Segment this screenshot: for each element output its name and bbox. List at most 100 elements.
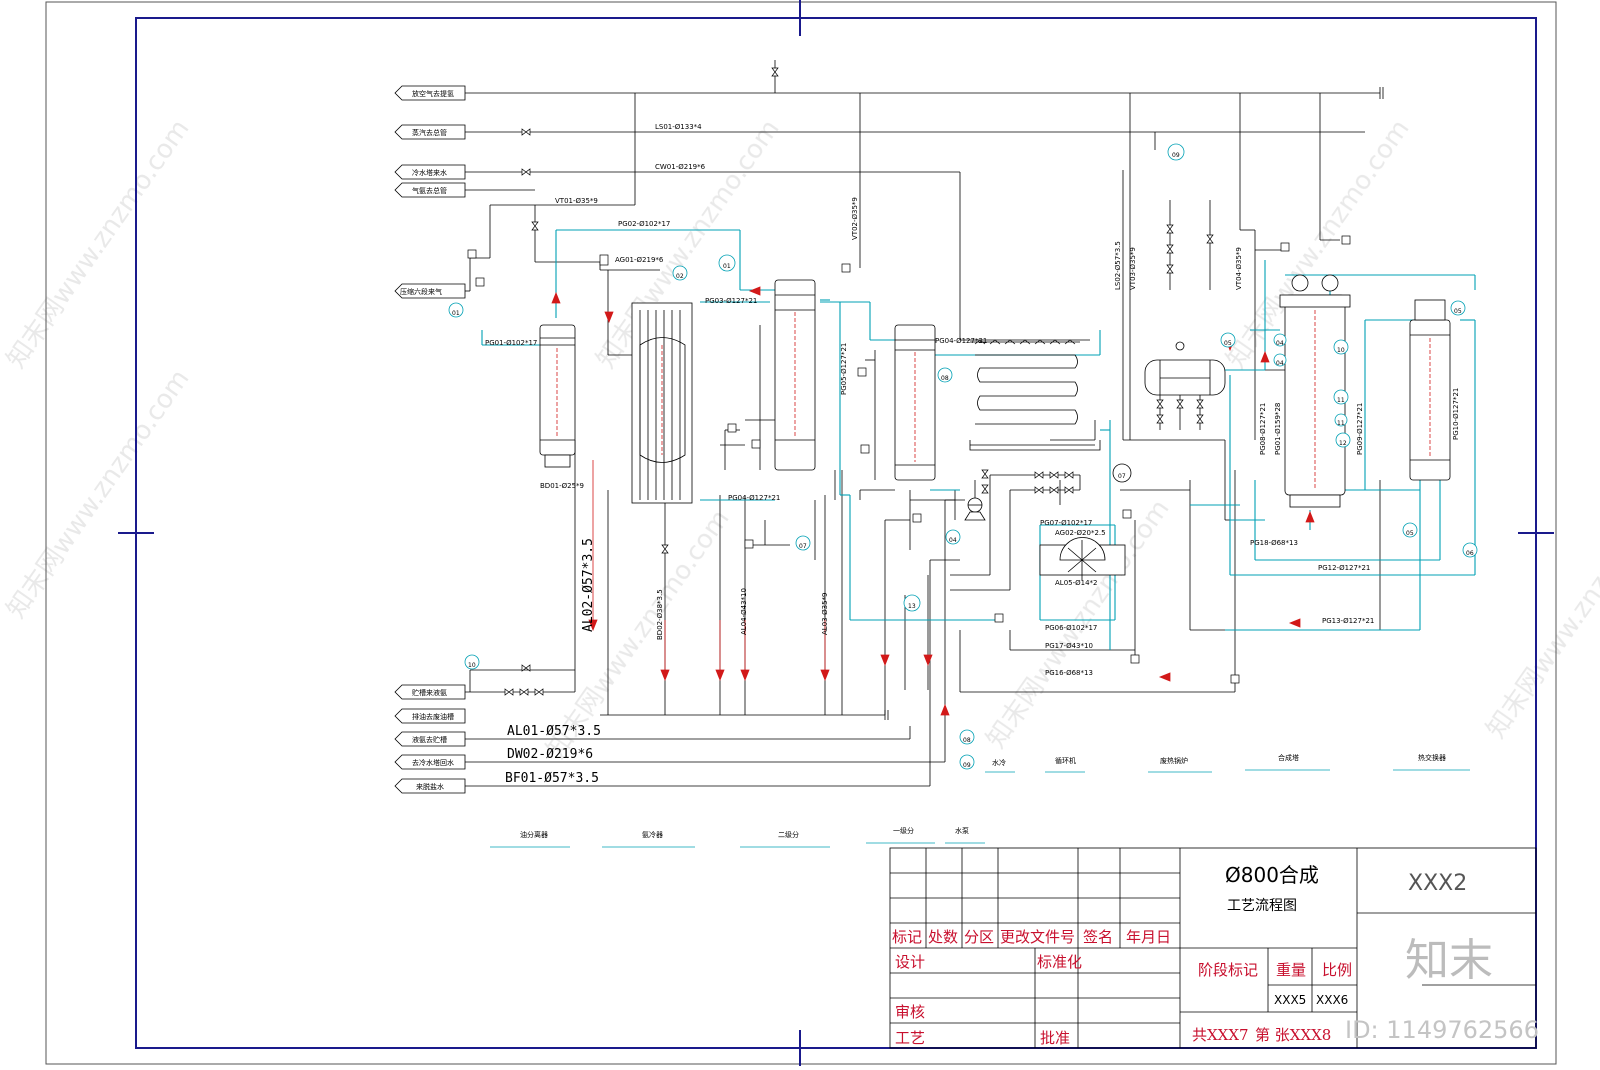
tag-02: 02 (672, 265, 688, 281)
name-water-cooler: 水冷 (992, 758, 1006, 767)
svg-text:PG06-Ø102*17: PG06-Ø102*17 (1045, 624, 1097, 632)
tb-sheet-no: 第 张XXX8 (1255, 1026, 1331, 1044)
pipe-codes: LS01-Ø133*4 CW01-Ø219*6 VT01-Ø35*9 PG02-… (485, 123, 1460, 677)
svg-text:AL02-Ø57*3.5: AL02-Ø57*3.5 (581, 538, 596, 632)
svg-text:PG08-Ø127*21: PG08-Ø127*21 (1259, 403, 1267, 455)
tag-11b: 11 (1334, 413, 1348, 427)
brand-id: ID: 1149762566 (1345, 1016, 1539, 1044)
name-boiler: 废热锅炉 (1160, 756, 1188, 765)
svg-text:01: 01 (452, 310, 460, 317)
svg-text:PG13-Ø127*21: PG13-Ø127*21 (1322, 617, 1374, 625)
tb-count: 处数 (928, 928, 958, 946)
tag-05c: 05 (1402, 522, 1418, 538)
svg-text:PG05-Ø127*21: PG05-Ø127*21 (840, 343, 848, 395)
tb-standard: 标准化 (1037, 953, 1082, 971)
name-sep1: 一级分 (893, 826, 914, 835)
valves (467, 67, 1351, 696)
tb-date: 年月日 (1126, 928, 1171, 946)
process-gas-lines (481, 229, 1476, 650)
svg-text:PG04-Ø127*21: PG04-Ø127*21 (728, 494, 780, 502)
oil-separator-vessel (539, 324, 576, 468)
tb-approve: 批准 (1040, 1029, 1070, 1047)
tb-design: 设计 (895, 953, 925, 971)
left-labels: 放空气去提氢 蒸汽去总管 冷水塔来水 气氨去总管 压缩六段来气 贮槽来液氨 排油… (394, 85, 466, 794)
svg-text:08: 08 (963, 737, 971, 744)
svg-text:知末网www.znzmo.com: 知末网www.znzmo.com (1481, 484, 1600, 744)
svg-text:BD02-Ø38*3.5: BD02-Ø38*3.5 (656, 589, 664, 640)
tb-process: 工艺 (895, 1029, 925, 1047)
svg-text:10: 10 (1337, 347, 1345, 354)
tag-12: 12 (1335, 432, 1351, 448)
svg-text:PG17-Ø43*10: PG17-Ø43*10 (1045, 642, 1093, 650)
svg-text:来脱盐水: 来脱盐水 (416, 782, 444, 791)
tag-08a: 08 (937, 367, 953, 383)
svg-text:液氨去贮槽: 液氨去贮槽 (412, 735, 447, 744)
svg-text:PG10-Ø127*21: PG10-Ø127*21 (1452, 388, 1460, 440)
svg-text:AG01-Ø219*6: AG01-Ø219*6 (615, 256, 664, 264)
tb-sign: 签名 (1083, 928, 1113, 946)
svg-text:BD01-Ø25*9: BD01-Ø25*9 (540, 482, 584, 490)
label-cw-back: 去冷水塔回水 (394, 754, 466, 770)
svg-text:AL03-Ø35*9: AL03-Ø35*9 (821, 593, 829, 636)
label-oil-tank: 排油去废油槽 (394, 708, 466, 724)
tb-weight: 重量 (1276, 961, 1306, 979)
equipment-names: 油分离器 氨冷器 二级分 一级分 水泵 水冷 循环机 废热锅炉 合成塔 热交换器 (490, 753, 1470, 848)
svg-text:去冷水塔回水: 去冷水塔回水 (412, 758, 454, 767)
label-cw-in: 冷水塔来水 (394, 164, 466, 180)
svg-text:蒸汽去总管: 蒸汽去总管 (412, 128, 447, 137)
tag-05b: 05 (1450, 300, 1466, 316)
tag-11a: 11 (1333, 389, 1349, 405)
svg-text:LS02-Ø57*3.5: LS02-Ø57*3.5 (1114, 241, 1122, 290)
svg-text:BF01-Ø57*3.5: BF01-Ø57*3.5 (505, 771, 599, 786)
svg-text:PG18-Ø68*13: PG18-Ø68*13 (1250, 539, 1298, 547)
waste-heat-boiler (1144, 341, 1226, 396)
svg-text:放空气去提氢: 放空气去提氢 (412, 89, 454, 98)
svg-text:气氨去总管: 气氨去总管 (412, 186, 447, 195)
title-block: 标记 处数 分区 更改文件号 签名 年月日 设计 标准化 审核 工艺 批准 阶段… (889, 847, 1539, 1049)
svg-text:知末网www.znzmo.com: 知末网www.znzmo.com (1, 114, 195, 374)
svg-text:PG16-Ø68*13: PG16-Ø68*13 (1045, 669, 1093, 677)
tag-07b: 07 (1112, 463, 1132, 483)
brand-mark: 知末 (1405, 935, 1493, 986)
svg-text:PG04-Ø127*21: PG04-Ø127*21 (935, 337, 987, 345)
svg-text:CW01-Ø219*6: CW01-Ø219*6 (655, 163, 706, 171)
tb-weight-val: XXX5 (1274, 993, 1306, 1007)
svg-text:AL01-Ø57*3.5: AL01-Ø57*3.5 (507, 724, 601, 739)
tag-01b: 01 (718, 254, 736, 272)
tag-10b: 10 (464, 654, 480, 670)
name-circulator: 循环机 (1055, 756, 1076, 765)
circulator-unit (1039, 537, 1126, 580)
svg-text:05: 05 (1454, 308, 1462, 315)
svg-text:LS01-Ø133*4: LS01-Ø133*4 (655, 123, 702, 131)
name-sep2: 二级分 (778, 830, 799, 839)
svg-text:VT02-Ø35*9: VT02-Ø35*9 (851, 197, 859, 240)
svg-text:AL04-Ø43*10: AL04-Ø43*10 (740, 588, 748, 635)
svg-text:06: 06 (1466, 550, 1474, 557)
tag-04b: 04 (1273, 353, 1287, 367)
svg-text:02: 02 (676, 273, 684, 280)
svg-text:04: 04 (949, 537, 957, 544)
secondary-separator-vessel (774, 279, 816, 471)
svg-text:12: 12 (1339, 440, 1347, 447)
svg-text:冷水塔来水: 冷水塔来水 (412, 168, 447, 177)
label-soft-water: 来脱盐水 (394, 778, 466, 794)
label-ammonia-tank: 贮槽来液氨 (394, 684, 466, 700)
svg-text:07: 07 (799, 543, 807, 550)
svg-text:排油去废油槽: 排油去废油槽 (412, 712, 454, 721)
tag-04a: 04 (1273, 333, 1287, 347)
svg-text:PG07-Ø102*17: PG07-Ø102*17 (1040, 519, 1092, 527)
svg-text:VT01-Ø35*9: VT01-Ø35*9 (555, 197, 598, 205)
svg-text:01: 01 (723, 263, 731, 270)
tb-zone: 分区 (964, 928, 994, 946)
tag-07a: 07 (795, 535, 811, 551)
equipment (539, 274, 1451, 580)
label-air: 放空气去提氢 (394, 85, 466, 101)
tb-scale-val: XXX6 (1316, 993, 1348, 1007)
svg-text:10: 10 (468, 662, 476, 669)
svg-text:VT03-Ø35*9: VT03-Ø35*9 (1129, 247, 1137, 290)
tb-scale: 比例 (1322, 961, 1352, 979)
svg-text:08: 08 (941, 375, 949, 382)
ammonia-cooler-vessel (631, 302, 693, 504)
svg-text:07: 07 (1118, 473, 1126, 480)
svg-text:11: 11 (1337, 420, 1345, 427)
